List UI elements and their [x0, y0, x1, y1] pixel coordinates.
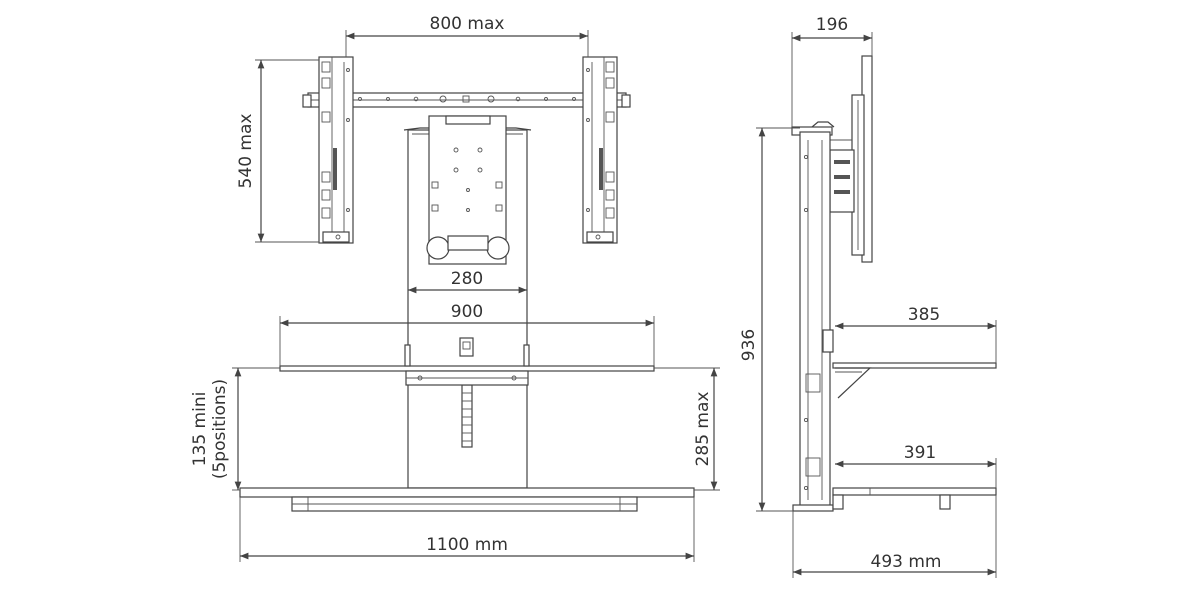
- dim-tv-height-max: 540 max: [236, 114, 256, 189]
- tv-bracket-right-arm: [582, 56, 618, 244]
- column: [403, 115, 532, 489]
- dim-column-width: 280: [451, 269, 483, 289]
- front-view: [239, 56, 695, 512]
- top-shelf-side: [832, 362, 997, 399]
- base-side: [792, 487, 997, 512]
- glass-shelf: [279, 344, 655, 386]
- dim-total-height: 936: [739, 329, 759, 361]
- dim-bracket-depth: 196: [816, 15, 848, 35]
- tilt-bracket-side: [791, 121, 855, 213]
- dimension-labels: 800 max 540 max 280 900 135 mini (5posit…: [190, 14, 941, 572]
- dim-height-min-line1: 135 mini: [190, 392, 210, 467]
- dim-base-width: 1100 mm: [426, 535, 508, 555]
- dim-bottom-shelf-depth: 391: [904, 443, 936, 463]
- dim-height-min-line2: (5positions): [210, 379, 230, 479]
- dim-height-max: 285 max: [693, 392, 713, 467]
- tv-bracket-crossbar: [302, 92, 631, 108]
- tv-panel-side: [851, 55, 873, 263]
- dim-tv-width-max: 800 max: [430, 14, 505, 34]
- column-side: [799, 131, 834, 508]
- dim-shelf-width: 900: [451, 302, 483, 322]
- dimension-lines: [232, 30, 997, 578]
- base-plate: [239, 487, 695, 512]
- dim-base-depth: 493 mm: [871, 552, 942, 572]
- tv-bracket-left-arm: [318, 56, 354, 244]
- side-view: [791, 55, 997, 512]
- dim-top-shelf-depth: 385: [908, 305, 940, 325]
